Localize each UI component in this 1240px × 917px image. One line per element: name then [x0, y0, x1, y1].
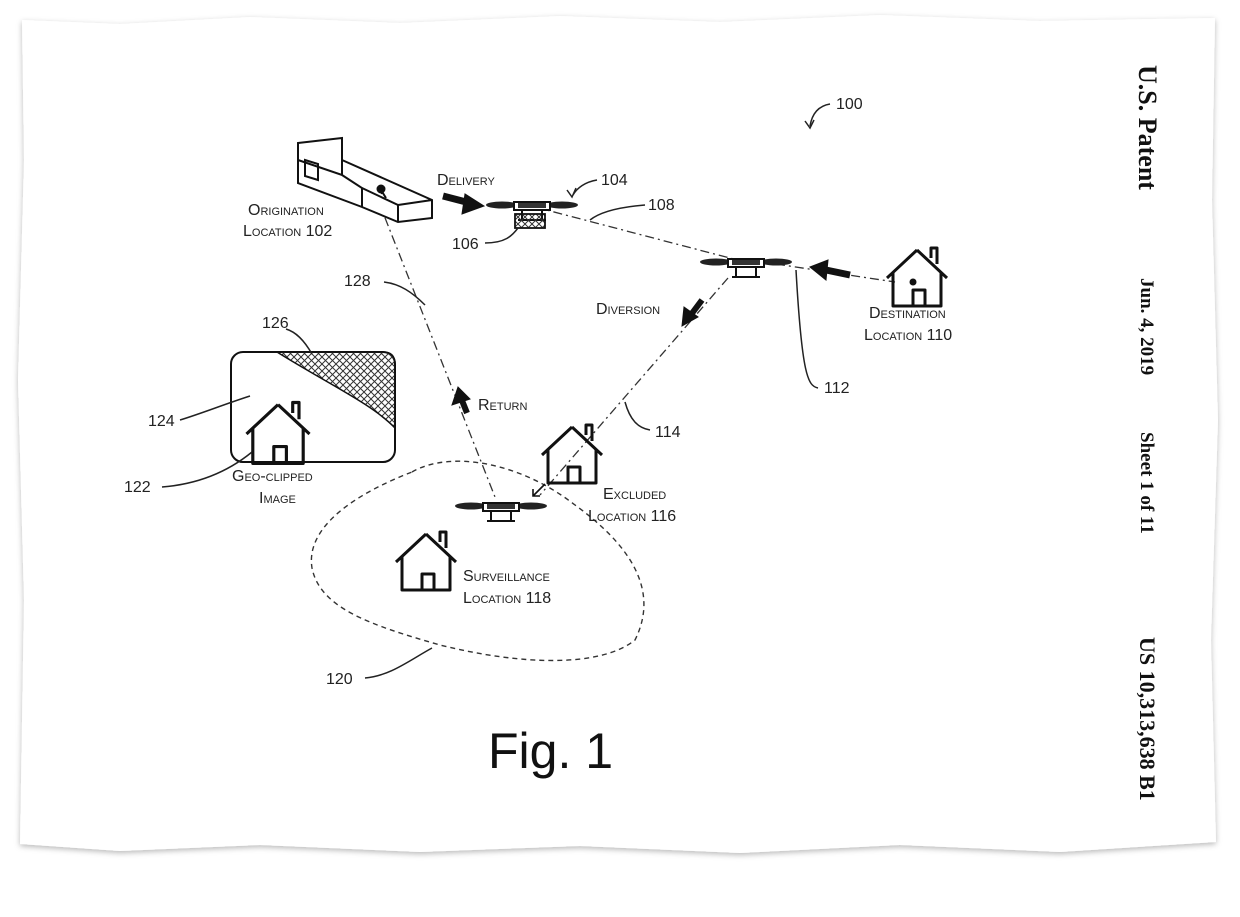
approach-arrow-icon — [809, 259, 851, 281]
geo-clipped-label-line2: Image — [259, 490, 296, 507]
sheet-number: Sheet 1 of 11 — [1136, 432, 1157, 534]
ref-124: 124 — [148, 413, 175, 430]
return-arrow-icon — [451, 386, 471, 415]
diversion-label: Diversion — [596, 301, 660, 318]
publication-header: U.S. Patent — [1133, 65, 1162, 190]
publication-date: Jun. 4, 2019 — [1136, 278, 1157, 376]
destination-marker — [909, 278, 917, 286]
surveillance-house-icon — [394, 530, 458, 592]
destination-label-line1: Destination — [869, 305, 946, 322]
ref-128: 128 — [344, 273, 371, 290]
ref-120: 120 — [326, 671, 353, 688]
diversion-arrow-icon — [681, 298, 705, 327]
delivery-arrow-icon — [442, 192, 486, 215]
ref-106: 106 — [452, 236, 479, 253]
leader-lines — [161, 103, 831, 679]
figure-title: Fig. 1 — [488, 723, 613, 779]
ref-112: 112 — [824, 380, 850, 397]
destination-label-line2: Location 110 — [864, 327, 952, 344]
surveillance-area-boundary-120 — [310, 460, 645, 662]
surveillance-label-line1: Surveillance — [463, 568, 550, 585]
ref-108: 108 — [648, 197, 675, 214]
arrival-arrow-icon — [532, 483, 546, 497]
patent-number: US 10,313,638 B1 — [1135, 637, 1160, 801]
package-106 — [514, 213, 546, 229]
delivery-label: Delivery — [437, 172, 495, 189]
origination-label-line1: Origination — [248, 202, 324, 219]
return-label: Return — [478, 397, 527, 414]
ref-114: 114 — [655, 424, 681, 441]
excluded-label-line1: Excluded — [603, 486, 666, 503]
geo-clipped-label-line1: Geo-clipped — [232, 468, 313, 485]
destination-house-icon — [885, 246, 949, 308]
flight-path-108 — [534, 206, 746, 263]
excluded-region-126 — [274, 351, 396, 430]
excluded-house-icon — [540, 423, 604, 485]
excluded-label-line2: Location 116 — [588, 508, 676, 525]
ref-100: 100 — [836, 96, 863, 113]
ref-126: 126 — [262, 315, 289, 332]
origination-building — [297, 136, 433, 224]
drone-surveillance — [454, 501, 548, 522]
drone-diversion — [699, 257, 793, 278]
geo-clipped-image-122 — [230, 351, 396, 465]
ref-104: 104 — [601, 172, 628, 189]
surveillance-label-line2: Location 118 — [463, 590, 551, 607]
ref-122: 122 — [124, 479, 151, 496]
flight-path-128 — [377, 199, 496, 498]
origination-label-line2: Location 102 — [243, 223, 332, 240]
